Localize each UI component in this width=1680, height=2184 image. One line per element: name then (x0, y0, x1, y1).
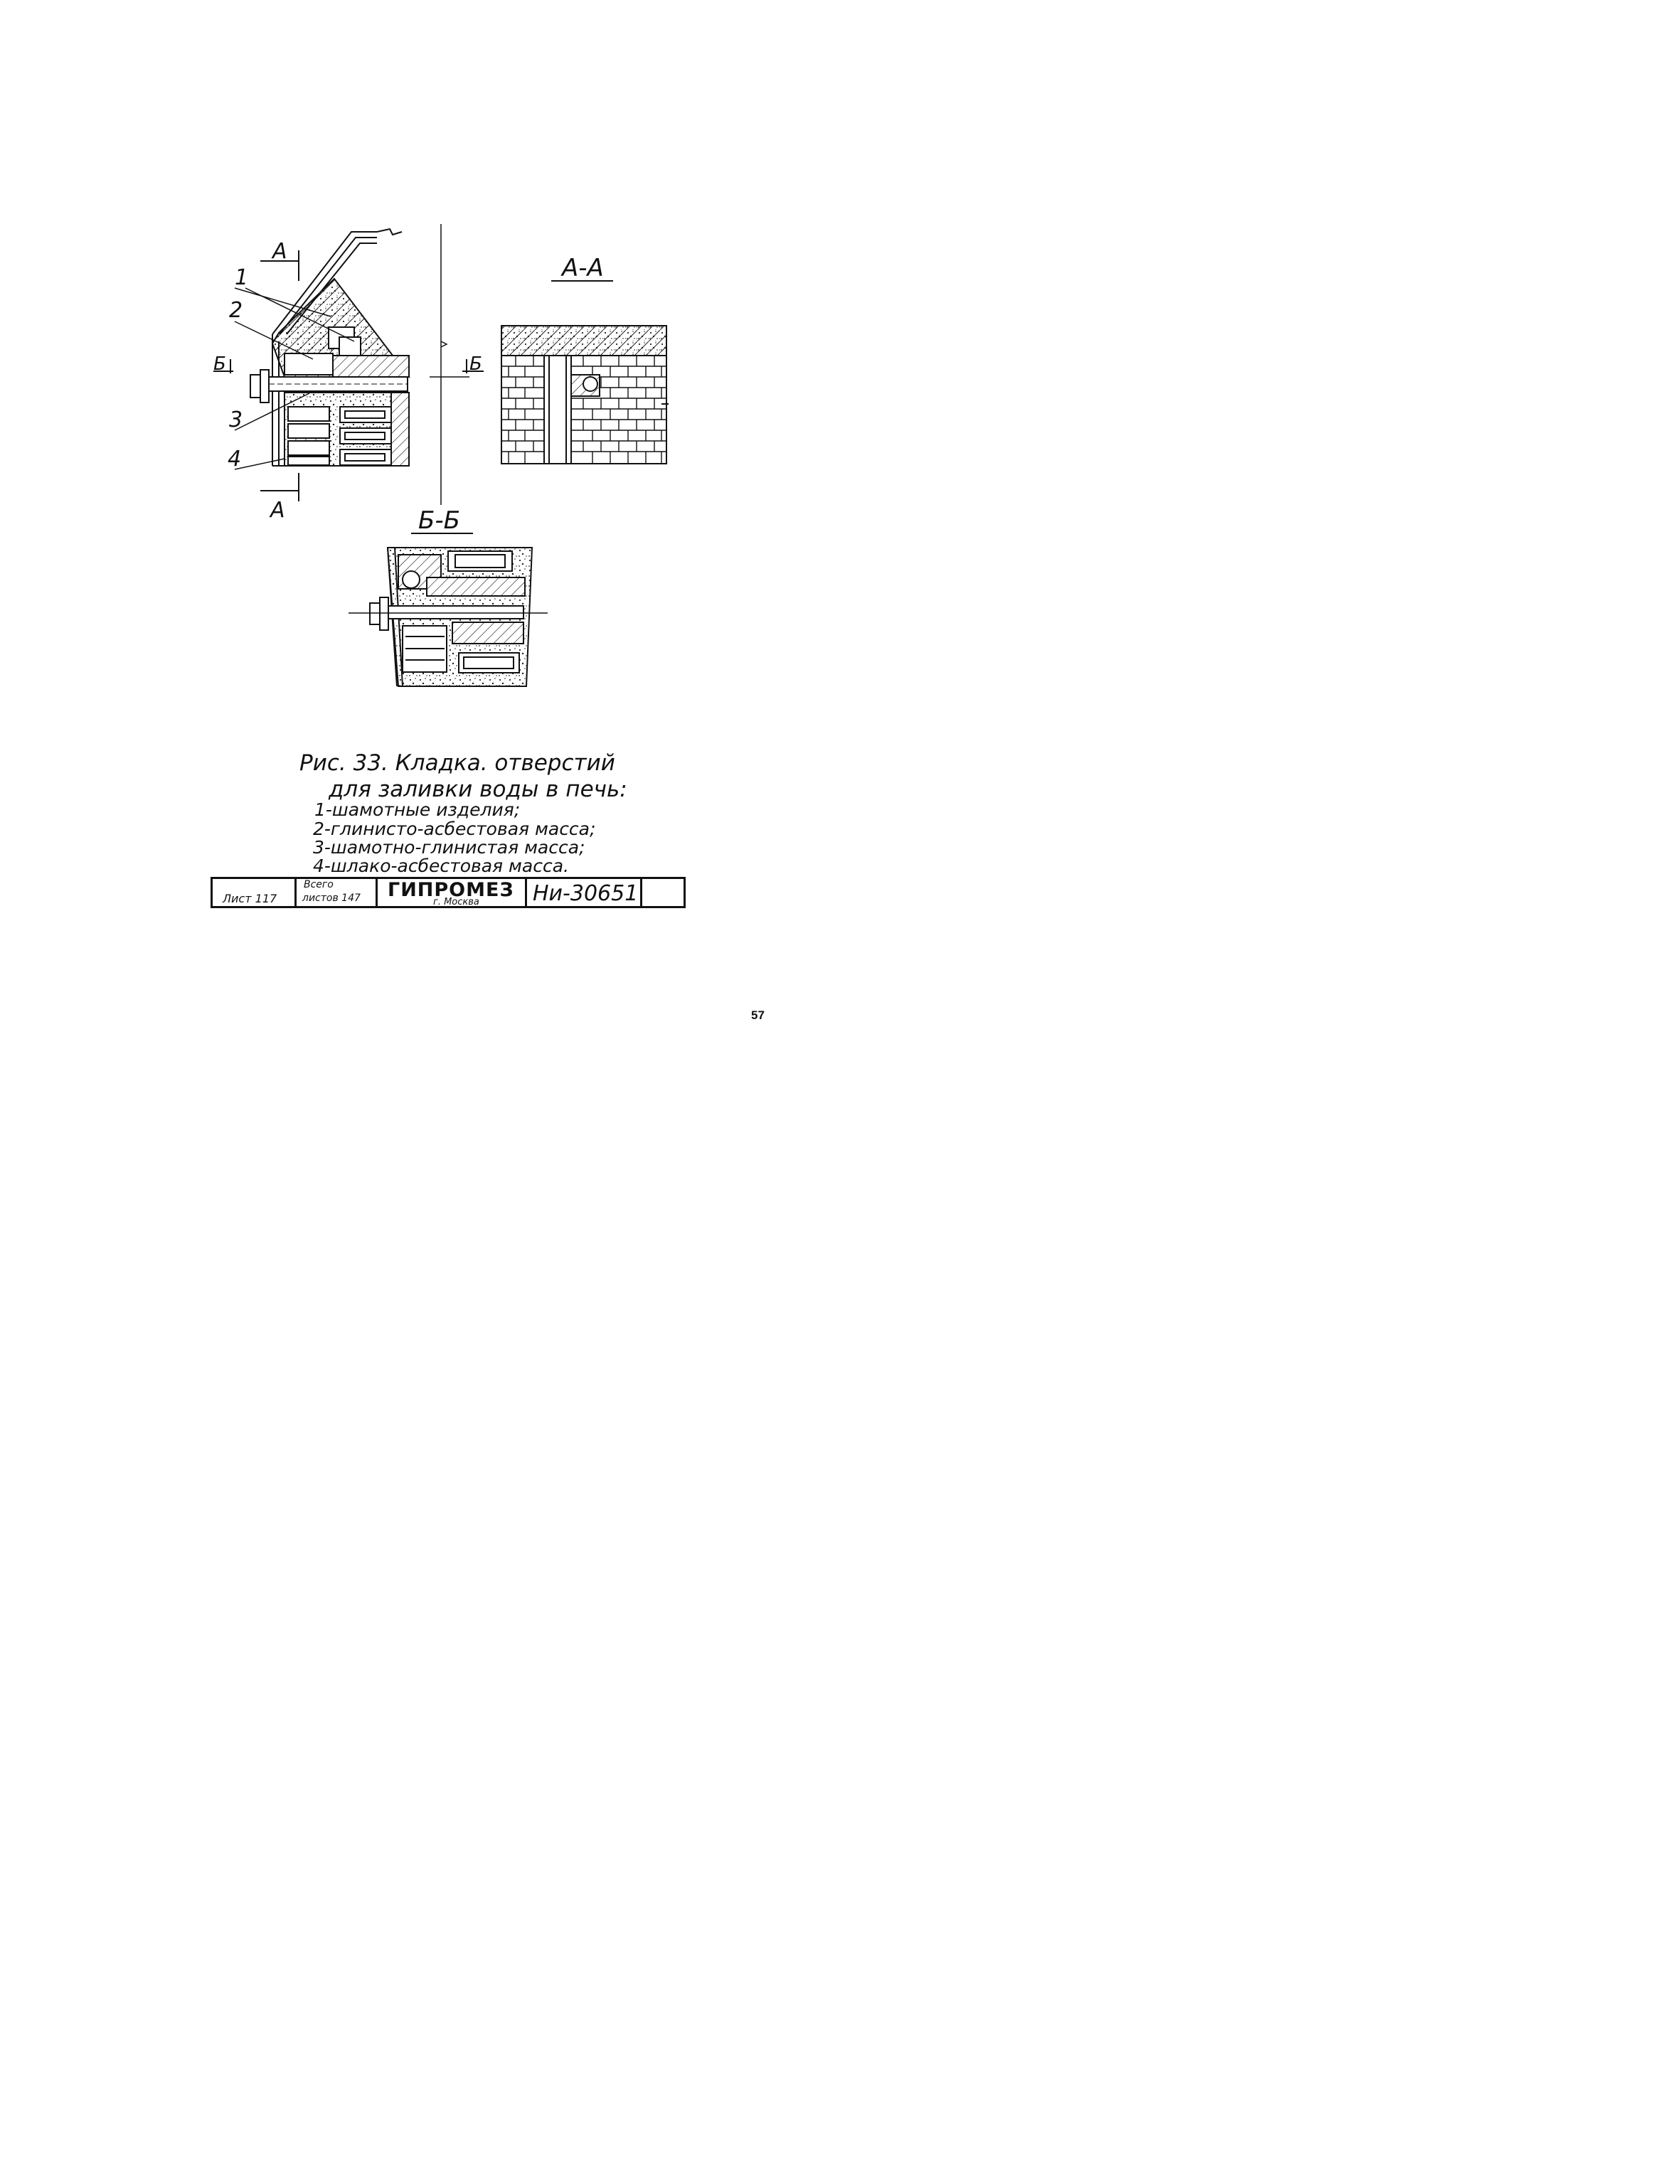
section-aa-title: А-А (560, 254, 604, 282)
callout-4: 4 (228, 447, 241, 472)
main-elevation-view (213, 224, 484, 505)
organization-city: г. Москва (433, 897, 479, 907)
cut-mark-b-right: Б (469, 353, 482, 375)
callout-2: 2 (229, 298, 243, 323)
section-bb-title: Б-Б (418, 506, 460, 535)
sheet-label: Лист 117 (223, 892, 277, 905)
cut-mark-a-bottom: А (269, 498, 285, 523)
callout-1: 1 (235, 265, 248, 290)
title-block-blank-cell (642, 879, 684, 906)
caption-item-4: 4-шлако-асбестовая масса. (313, 856, 569, 876)
document-code: Ни-30651 (533, 881, 639, 906)
caption-item-3: 3-шамотно-глинистая масса; (313, 837, 585, 858)
technical-drawing: А А Б Б 1 2 3 4 А-А (213, 224, 669, 687)
section-aa-view (501, 325, 669, 464)
caption-item-1: 1-шамотные изделия; (314, 799, 521, 820)
callout-3: 3 (229, 407, 243, 432)
title-block-org-cell: ГИПРОМЕЗ г. Москва (378, 879, 527, 907)
title-block-code-cell: Ни-30651 (527, 879, 642, 906)
page-number: 57 (751, 1008, 765, 1022)
total-label-top: Всего (304, 879, 334, 890)
total-label-bottom: листов 147 (302, 893, 361, 904)
title-block: Лист 117 Всего листов 147 ГИПРОМЕЗ г. Мо… (211, 877, 686, 908)
section-bb-view (349, 547, 548, 687)
cut-mark-a-top: А (271, 239, 287, 264)
caption-line-2: для заливки воды в печь: (329, 777, 627, 802)
title-block-total-cell: Всего листов 147 (297, 879, 378, 906)
title-block-sheet-cell: Лист 117 (213, 879, 297, 906)
organization-name: ГИПРОМЕЗ (388, 879, 514, 901)
caption-item-2: 2-глинисто-асбестовая масса; (313, 819, 596, 839)
caption-line-1: Рис. 33. Кладка. отверстий (299, 750, 615, 776)
cut-mark-b-left: Б (213, 353, 226, 375)
